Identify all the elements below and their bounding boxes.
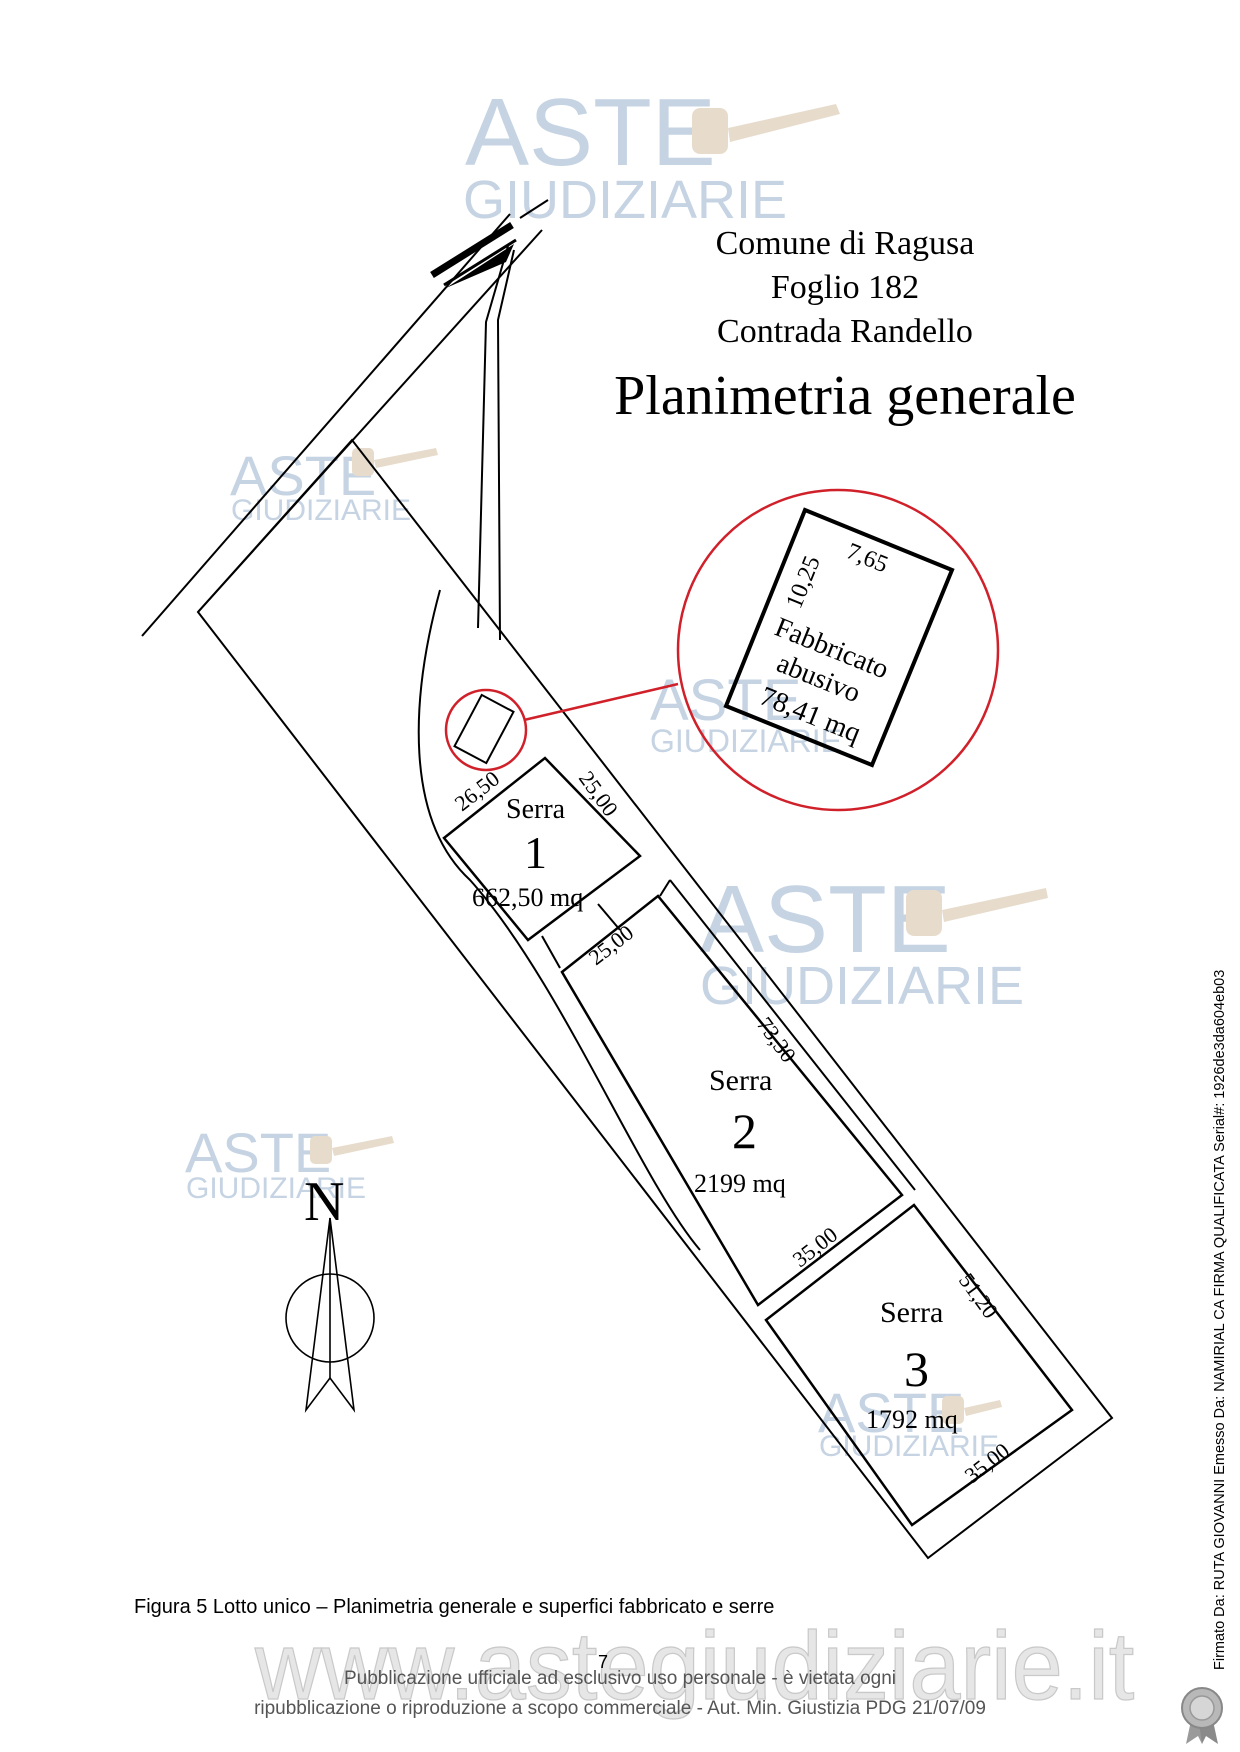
bridge-marker bbox=[430, 222, 517, 288]
watermark-brand-top: ASTE bbox=[818, 1381, 964, 1444]
serra-1-area: 662,50 mq bbox=[472, 883, 583, 912]
serra-2-label: Serra bbox=[709, 1064, 772, 1097]
access-lane bbox=[477, 245, 515, 641]
serra-3-area: 1792 mq bbox=[866, 1405, 958, 1434]
watermark-brand-bottom: GIUDIZIARIE bbox=[231, 494, 411, 527]
north-arrow-icon: N bbox=[285, 1171, 375, 1413]
detail-building-outline bbox=[723, 507, 955, 768]
serra-3-outline bbox=[764, 1203, 1074, 1527]
serra-2-outline bbox=[560, 894, 904, 1307]
page-number: 7 bbox=[598, 1652, 609, 1672]
serra-2-area: 2199 mq bbox=[694, 1169, 786, 1198]
serra-1-dim-a: 26,50 bbox=[450, 766, 504, 816]
serra-1-number: 1 bbox=[524, 827, 547, 878]
serra-1-outline bbox=[442, 756, 642, 942]
serra-2-number: 2 bbox=[732, 1103, 757, 1159]
figure-caption: Figura 5 Lotto unico – Planimetria gener… bbox=[134, 1596, 775, 1618]
comune-label: Comune di Ragusa bbox=[715, 225, 975, 262]
watermark-logo: ASTE GIUDIZIARIE ASTE GIUDIZIARIE ASTE G… bbox=[185, 79, 1024, 1463]
watermark-brand-top: ASTE bbox=[185, 1121, 331, 1184]
watermark-brand-bottom: GIUDIZIARIE bbox=[186, 1172, 366, 1205]
serra-1-label: Serra bbox=[506, 794, 566, 825]
contrada-label: Contrada Randello bbox=[717, 313, 973, 350]
gavel-icon bbox=[310, 104, 1048, 1424]
detail-height-label: 10,25 bbox=[781, 552, 825, 612]
watermark-brand-bottom: GIUDIZIARIE bbox=[463, 170, 787, 230]
serra-1-dim-b: 25,00 bbox=[574, 766, 623, 821]
title-block: Comune di Ragusa Foglio 182 Contrada Ran… bbox=[560, 222, 1130, 432]
fabbricato-plan-rect bbox=[453, 693, 515, 765]
internal-track bbox=[417, 589, 701, 1251]
watermark-brand-top: ASTE bbox=[465, 79, 716, 186]
website-watermark: www.astegiudiziarie.it bbox=[254, 1612, 1134, 1720]
lot-boundary bbox=[196, 438, 1114, 1560]
watermark-brand-top: ASTE bbox=[650, 668, 802, 733]
detail-circle bbox=[676, 488, 1000, 812]
publication-footer: Pubblicazione ufficiale ad esclusivo uso… bbox=[200, 1664, 1040, 1724]
seal-icon bbox=[1181, 1687, 1223, 1744]
connector-lines bbox=[541, 879, 916, 1191]
serra-2-dim-b: 73,30 bbox=[752, 1012, 801, 1067]
footer-line-2: ripubblicazione o riproduzione a scopo c… bbox=[254, 1698, 986, 1719]
page-title: Planimetria generale bbox=[614, 365, 1076, 427]
digital-signature: Firmato Da: RUTA GIOVANNI Emesso Da: NAM… bbox=[1212, 969, 1228, 1670]
north-label: N bbox=[304, 1171, 344, 1233]
foglio-label: Foglio 182 bbox=[770, 269, 920, 306]
serra-3-dim-a: 51,20 bbox=[954, 1268, 1003, 1323]
serra-3-label: Serra bbox=[880, 1296, 943, 1329]
serra-3-number: 3 bbox=[904, 1341, 929, 1397]
fabbricato-highlight-circle bbox=[444, 688, 528, 772]
detail-leader-line bbox=[523, 682, 679, 722]
footer-line-1: Pubblicazione ufficiale ad esclusivo uso… bbox=[343, 1668, 897, 1689]
serra-2-dim-a: 25,00 bbox=[584, 920, 638, 970]
serra-2-dim-c: 35,00 bbox=[788, 1222, 842, 1272]
